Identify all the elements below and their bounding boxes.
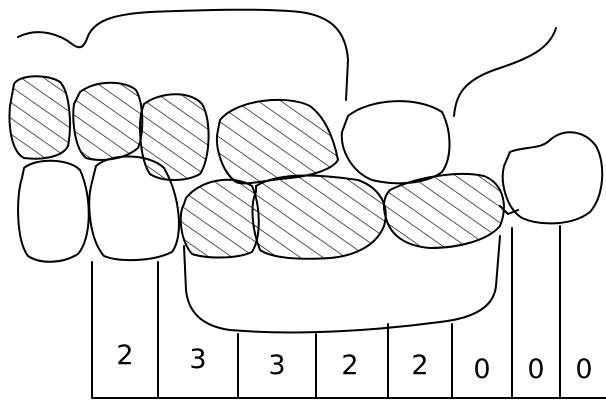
lower-molar-1 (181, 180, 259, 258)
lower-premolar-1 (384, 174, 504, 248)
score-label: 2 (341, 350, 358, 381)
upper-molar-3 (10, 76, 70, 158)
score-label: 3 (189, 344, 206, 375)
upper-molar-2 (73, 83, 142, 160)
upper-jaw-outline (18, 10, 348, 100)
score-label: 0 (473, 354, 490, 385)
score-row: 2 3 3 2 2 0 0 0 (116, 340, 592, 385)
lower-molar-2 (89, 156, 179, 260)
upper-premolar-1 (342, 101, 450, 183)
upper-premolar-2 (217, 100, 338, 184)
score-label: 2 (411, 350, 428, 381)
lower-premolar-2 (253, 176, 386, 259)
score-label: 2 (116, 340, 133, 371)
score-label: 3 (268, 350, 285, 381)
score-label: 0 (575, 354, 592, 385)
upper-molar-1 (140, 94, 209, 180)
upper-gum-line (454, 28, 556, 116)
score-label: 0 (527, 354, 544, 385)
lower-molar-3 (18, 161, 89, 262)
